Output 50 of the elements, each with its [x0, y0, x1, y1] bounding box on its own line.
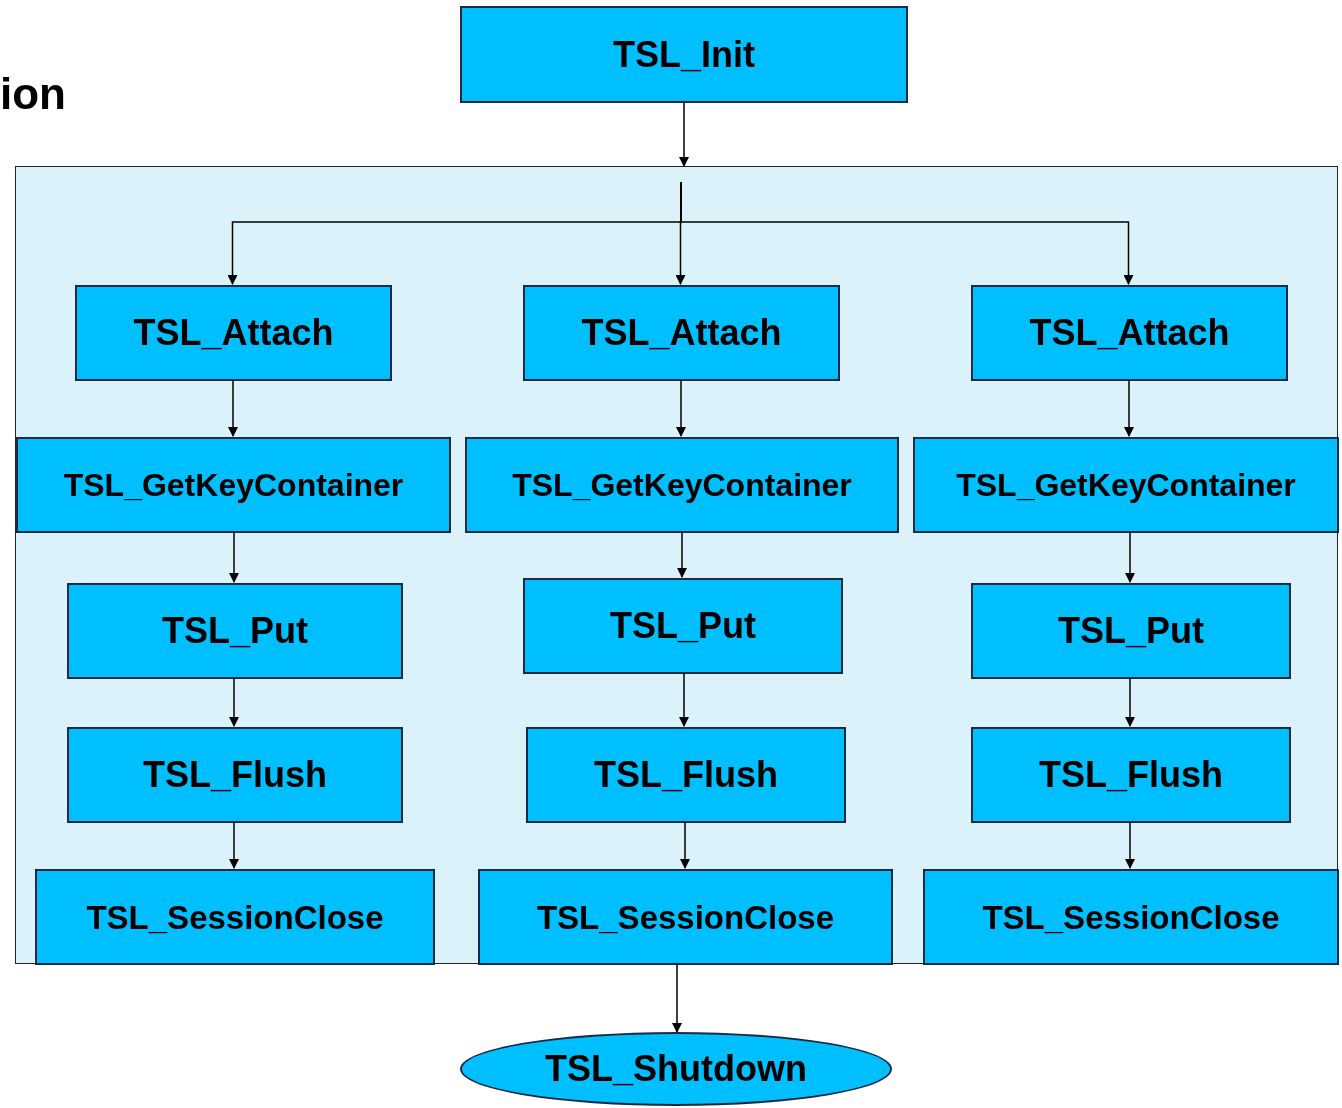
node-label: TSL_Init	[613, 36, 755, 73]
node-label: TSL_Flush	[143, 757, 327, 793]
node-label: TSL_Put	[610, 608, 756, 644]
node-label: TSL_Flush	[1039, 757, 1223, 793]
process-box	[913, 437, 1339, 533]
node-label: TSL_GetKeyContainer	[63, 469, 404, 501]
arrow	[672, 963, 682, 1033]
process-box	[971, 727, 1291, 823]
node-label: TSL_SessionClose	[982, 900, 1280, 934]
process-box	[460, 6, 908, 103]
arrow	[1125, 821, 1135, 869]
node-label: TSL_Attach	[133, 315, 334, 351]
process-box	[478, 869, 893, 965]
arrow	[679, 672, 689, 727]
title-fragment: ion	[0, 72, 66, 116]
process-box	[971, 583, 1291, 679]
node-label: TSL_SessionClose	[86, 900, 384, 934]
node-label: TSL_Attach	[1029, 315, 1230, 351]
process-box	[67, 727, 403, 823]
process-box	[923, 869, 1339, 965]
node-label: TSL_SessionClose	[536, 900, 835, 934]
arrow	[229, 531, 239, 583]
arrow	[229, 677, 239, 727]
process-box	[971, 285, 1288, 381]
process-box	[67, 583, 403, 679]
arrow	[229, 821, 239, 869]
node-label: TSL_Shutdown	[545, 1051, 807, 1087]
arrow	[1125, 677, 1135, 727]
arrow	[1124, 379, 1134, 437]
process-box	[523, 285, 840, 381]
node-label: TSL_GetKeyContainer	[512, 469, 852, 501]
group-panel	[15, 166, 1338, 964]
process-box	[16, 437, 451, 533]
node-label: TSL_Put	[162, 613, 308, 649]
arrow	[1125, 531, 1135, 583]
node-label: TSL_GetKeyContainer	[956, 469, 1296, 501]
arrow	[677, 531, 687, 578]
node-label: TSL_Flush	[594, 757, 778, 793]
process-box	[35, 869, 435, 965]
process-box	[523, 578, 843, 674]
process-box	[465, 437, 899, 533]
arrow	[228, 379, 238, 437]
arrow	[679, 102, 689, 167]
process-box	[75, 285, 392, 381]
node-label: TSL_Put	[1058, 613, 1204, 649]
arrow	[680, 181, 1134, 285]
arrow	[680, 821, 690, 869]
process-box	[526, 727, 846, 823]
node-label: TSL_Attach	[581, 315, 782, 351]
arrow	[676, 379, 686, 437]
